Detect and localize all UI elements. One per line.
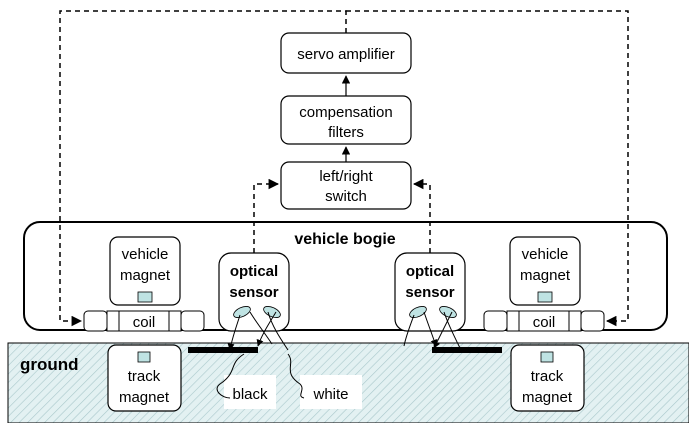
svg-text:filters: filters bbox=[328, 124, 364, 141]
left-sensor-emitter-icon bbox=[233, 306, 251, 318]
right-vehicle-magnet-icon bbox=[537, 291, 553, 303]
amplifier-to-left-coil-line bbox=[59, 10, 347, 327]
svg-text:switch: switch bbox=[325, 188, 367, 205]
compensation-filters-block: compensation filters bbox=[280, 95, 412, 145]
svg-text:left/right: left/right bbox=[319, 168, 373, 185]
svg-text:vehicle: vehicle bbox=[522, 246, 569, 263]
white-label: white bbox=[300, 375, 362, 409]
svg-text:track: track bbox=[128, 368, 161, 385]
black-label: black bbox=[224, 375, 276, 409]
svg-text:optical: optical bbox=[230, 263, 278, 280]
left-right-switch-block: left/right switch bbox=[280, 161, 412, 210]
right-vehicle-magnet: vehicle magnet bbox=[509, 236, 581, 306]
svg-text:magnet: magnet bbox=[520, 267, 571, 284]
svg-text:black: black bbox=[232, 386, 268, 403]
light-rays bbox=[227, 311, 461, 351]
vehicle-bogie bbox=[23, 221, 668, 331]
svg-text:compensation: compensation bbox=[299, 104, 392, 121]
right-sensor-detector-icon bbox=[439, 306, 457, 318]
right-coil: coil bbox=[483, 310, 605, 332]
right-optical-sensor: optical sensor bbox=[394, 252, 466, 332]
ground-label: ground bbox=[20, 355, 79, 374]
vehicle-bogie-label-bg bbox=[274, 228, 416, 248]
svg-text:servo amplifier: servo amplifier bbox=[297, 46, 395, 63]
svg-text:magnet: magnet bbox=[522, 389, 573, 406]
svg-text:sensor: sensor bbox=[229, 284, 278, 301]
svg-text:sensor: sensor bbox=[405, 284, 454, 301]
left-track-magnet: track magnet bbox=[107, 344, 182, 412]
right-track-magnet: track magnet bbox=[510, 344, 585, 412]
right-black-stripe bbox=[432, 347, 502, 353]
left-black-stripe bbox=[188, 347, 258, 353]
left-sensor-to-switch-line bbox=[253, 178, 280, 253]
svg-text:vehicle: vehicle bbox=[122, 246, 169, 263]
left-vehicle-magnet-icon bbox=[137, 291, 153, 303]
right-sensor-emitter-icon bbox=[409, 306, 427, 318]
left-track-magnet-icon bbox=[137, 351, 151, 363]
svg-text:coil: coil bbox=[533, 314, 556, 331]
black-pointer bbox=[216, 353, 245, 399]
svg-text:coil: coil bbox=[133, 314, 156, 331]
right-sensor-to-switch-line bbox=[412, 178, 431, 253]
dashed-signal-paths bbox=[59, 10, 629, 327]
svg-text:magnet: magnet bbox=[119, 389, 170, 406]
vehicle-bogie-label: vehicle bogie bbox=[294, 231, 395, 248]
svg-text:track: track bbox=[531, 368, 564, 385]
amplifier-to-right-coil-line bbox=[346, 10, 629, 327]
right-track-magnet-icon bbox=[540, 351, 554, 363]
left-vehicle-magnet: vehicle magnet bbox=[109, 236, 181, 306]
left-optical-sensor: optical sensor bbox=[218, 252, 290, 332]
svg-text:optical: optical bbox=[406, 263, 454, 280]
white-pointer bbox=[287, 353, 305, 399]
servo-amplifier-block: servo amplifier bbox=[280, 32, 412, 74]
left-coil: coil bbox=[83, 310, 205, 332]
svg-text:white: white bbox=[312, 386, 348, 403]
left-sensor-detector-icon bbox=[263, 306, 281, 318]
svg-text:magnet: magnet bbox=[120, 267, 171, 284]
